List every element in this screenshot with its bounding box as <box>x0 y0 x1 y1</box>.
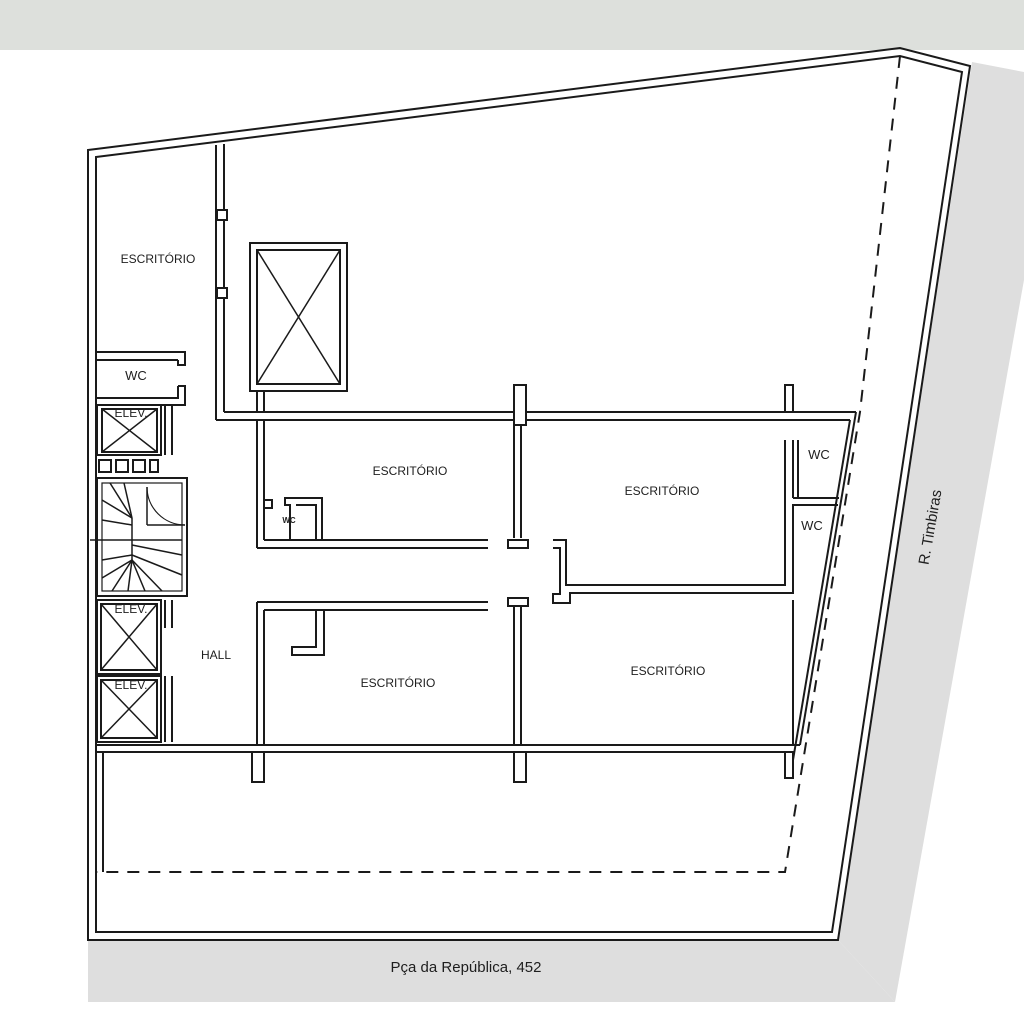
street-right-area <box>838 62 1024 1002</box>
office-label: ESCRITÓRIO <box>625 483 700 498</box>
street-bottom-area <box>88 940 895 1002</box>
column <box>251 751 265 783</box>
street-label-bottom: Pça da República, 452 <box>391 959 542 976</box>
duct-shaft <box>149 459 159 473</box>
elevator-label: ELEV. <box>115 602 148 616</box>
office-label: ESCRITÓRIO <box>361 675 436 690</box>
wall-segment <box>552 504 838 604</box>
crossed-box-icon <box>100 603 158 671</box>
wall-segment <box>284 497 323 540</box>
elevator-label: ELEV. <box>115 678 148 692</box>
duct-shaft <box>132 459 146 473</box>
office-label: ESCRITÓRIO <box>121 251 196 266</box>
column <box>784 384 794 413</box>
outer-wall <box>87 46 972 941</box>
wall-segment <box>264 499 273 509</box>
wall-pier <box>216 287 228 299</box>
column <box>507 539 529 549</box>
column <box>507 597 529 607</box>
wall-segment <box>96 386 179 399</box>
wc-label: WC <box>801 518 823 533</box>
wall-segment <box>177 351 186 366</box>
wc-label: WC <box>125 368 147 383</box>
hall-label: HALL <box>201 648 231 662</box>
wall-segment <box>553 440 786 586</box>
duct-shaft <box>98 459 112 473</box>
wall-segment <box>799 411 857 746</box>
crossed-box-icon <box>256 249 341 385</box>
elevator-label: ELEV. <box>115 406 148 420</box>
office-label: ESCRITÓRIO <box>631 663 706 678</box>
setback-line <box>96 55 901 873</box>
wc-label: WC <box>808 447 830 462</box>
column <box>513 751 527 783</box>
wall-pier <box>216 209 228 221</box>
spiral-stair-icon <box>90 482 186 592</box>
wall-segment <box>792 419 851 761</box>
outer-wall-inner <box>95 54 964 933</box>
wall-segment <box>291 610 325 656</box>
wc-label: WC <box>282 516 296 525</box>
crossed-box-icon <box>101 408 158 453</box>
duct-shaft <box>115 459 129 473</box>
crossed-box-icon <box>100 679 158 739</box>
column <box>513 384 527 426</box>
column <box>784 751 794 779</box>
office-label: ESCRITÓRIO <box>373 463 448 478</box>
wall-segment <box>296 504 317 540</box>
stair-enclosure <box>96 477 188 597</box>
header-band <box>0 0 1024 50</box>
wall-segment <box>96 385 186 406</box>
